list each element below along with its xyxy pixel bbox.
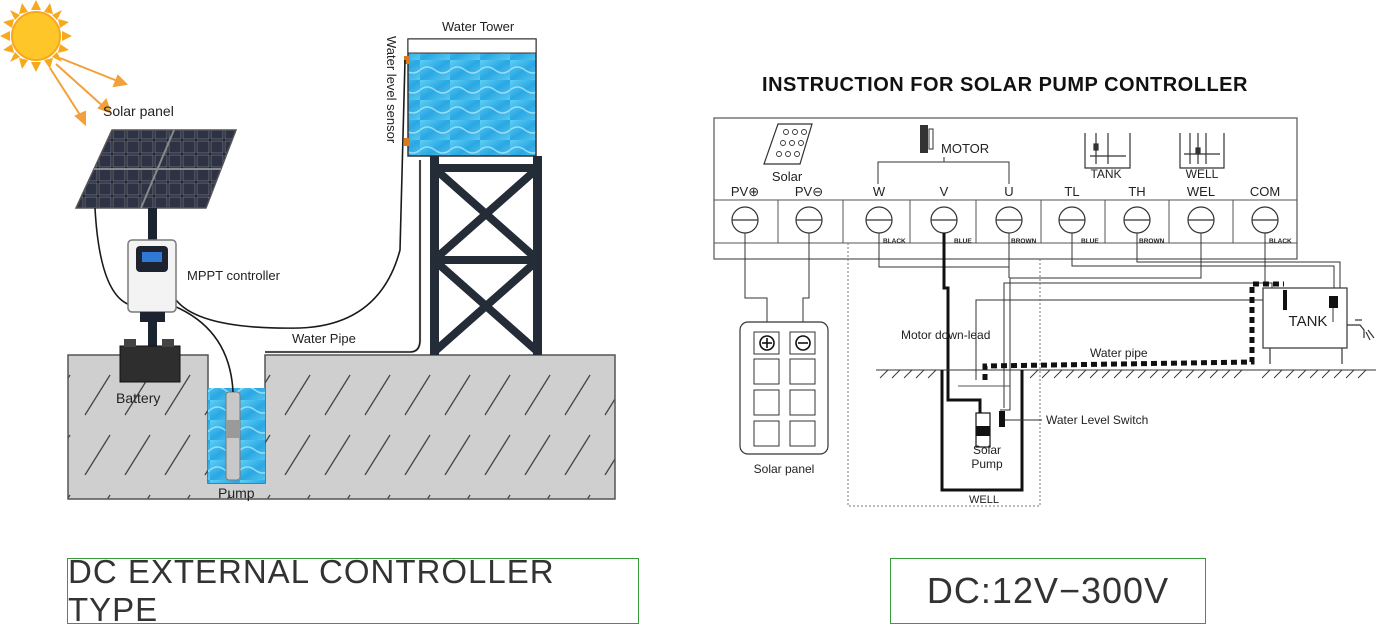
well-icon-label: WELL bbox=[1186, 167, 1219, 181]
label-pump: Pump bbox=[218, 485, 255, 501]
wiring-title: INSTRUCTION FOR SOLAR PUMP CONTROLLER bbox=[762, 74, 1248, 96]
solar-panel-label: Solar panel bbox=[754, 462, 815, 476]
label-water-tower: Water Tower bbox=[442, 19, 515, 34]
label-battery: Battery bbox=[116, 390, 160, 406]
terminal-screw-v-icon bbox=[930, 206, 958, 234]
terminal-label-wel: WEL bbox=[1187, 184, 1215, 199]
solar-panel-array bbox=[74, 129, 238, 209]
terminal-screw-com-icon bbox=[1251, 206, 1279, 234]
water-level-switch-label: Water Level Switch bbox=[1046, 413, 1148, 427]
label-solar-panel: Solar panel bbox=[103, 103, 174, 119]
label-mppt-controller: MPPT controller bbox=[187, 268, 281, 283]
cables bbox=[94, 59, 422, 393]
terminal-label-v: V bbox=[940, 184, 949, 199]
tank-label: TANK bbox=[1289, 313, 1328, 330]
battery-icon bbox=[119, 339, 181, 383]
tank-icon-large bbox=[1262, 287, 1348, 364]
motor-down-lead-label: Motor down-lead bbox=[901, 328, 990, 342]
motor-down-lead-wire bbox=[942, 233, 982, 418]
solar-pump-label-line1: Solar bbox=[973, 443, 1001, 457]
sun-icon bbox=[0, 0, 72, 72]
water-level-switch-icon bbox=[999, 411, 1005, 427]
wire-color-com: BLACK bbox=[1269, 238, 1292, 245]
well-shaft bbox=[940, 370, 1024, 492]
terminal-screw-tl-icon bbox=[1058, 206, 1086, 234]
terminal-label-w: W bbox=[873, 184, 886, 199]
level-sensor-bottom-icon bbox=[404, 138, 410, 146]
wire-color-w: BLACK bbox=[883, 238, 906, 245]
solar-panel-box bbox=[739, 321, 829, 455]
solar-pump-icon bbox=[975, 412, 991, 448]
sun-rays bbox=[49, 57, 129, 127]
terminal-label-com: COM bbox=[1250, 184, 1280, 199]
terminal-label-tl: TL bbox=[1064, 184, 1079, 199]
terminal-screw-wel-icon bbox=[1187, 206, 1215, 234]
well-icon bbox=[1179, 133, 1225, 169]
tank-icon bbox=[1084, 133, 1131, 169]
tank-icon-label: TANK bbox=[1090, 167, 1121, 181]
water-tower bbox=[404, 38, 542, 355]
terminal-screw-pv-plus-icon bbox=[731, 206, 759, 234]
terminal-screw-pv-minus-icon bbox=[795, 206, 823, 234]
mppt-controller-icon bbox=[127, 239, 177, 322]
faucet-icon bbox=[1347, 319, 1375, 341]
terminal-screw-th-icon bbox=[1123, 206, 1151, 234]
water-pipe-label: Water pipe bbox=[1090, 346, 1148, 360]
left-diagram: Solar panel MPPT controller Battery Pump… bbox=[0, 0, 616, 501]
terminal-label-pv-plus: PV⊕ bbox=[731, 184, 759, 199]
caption-left: DC EXTERNAL CONTROLLER TYPE bbox=[67, 553, 639, 628]
terminal-label-u: U bbox=[1004, 184, 1013, 199]
terminal-screw-u-icon bbox=[995, 206, 1023, 234]
wire-color-v: BLUE bbox=[954, 238, 972, 245]
wire-color-tl: BLUE bbox=[1081, 238, 1099, 245]
terminal-label-pv-minus: PV⊖ bbox=[795, 184, 823, 199]
pump-icon bbox=[225, 391, 241, 481]
solar-pump-label-line2: Pump bbox=[971, 457, 1003, 471]
solar-icon-label: Solar bbox=[772, 169, 803, 184]
level-sensor-top-icon bbox=[404, 56, 410, 64]
controller-box bbox=[713, 117, 1298, 260]
ground-hatch bbox=[879, 369, 1367, 379]
label-water-pipe: Water Pipe bbox=[292, 331, 356, 346]
terminal-label-th: TH bbox=[1128, 184, 1145, 199]
panel-minus-icon bbox=[795, 335, 811, 351]
caption-right: DC:12V−300V bbox=[890, 558, 1206, 624]
right-diagram: INSTRUCTION FOR SOLAR PUMP CONTROLLER So… bbox=[713, 74, 1376, 507]
panel-plus-icon bbox=[759, 335, 775, 351]
motor-label: MOTOR bbox=[941, 141, 989, 156]
wire-color-u: BROWN bbox=[1011, 238, 1037, 245]
label-water-level-sensor: Water level sensor bbox=[384, 36, 399, 144]
terminal-screw-w-icon bbox=[865, 206, 893, 234]
motor-icon bbox=[920, 125, 934, 153]
wiring bbox=[744, 233, 1341, 411]
water-pipe bbox=[982, 281, 1284, 380]
well-label: WELL bbox=[969, 494, 999, 506]
solar-icon bbox=[763, 123, 813, 165]
wire-color-th: BROWN bbox=[1139, 238, 1165, 245]
